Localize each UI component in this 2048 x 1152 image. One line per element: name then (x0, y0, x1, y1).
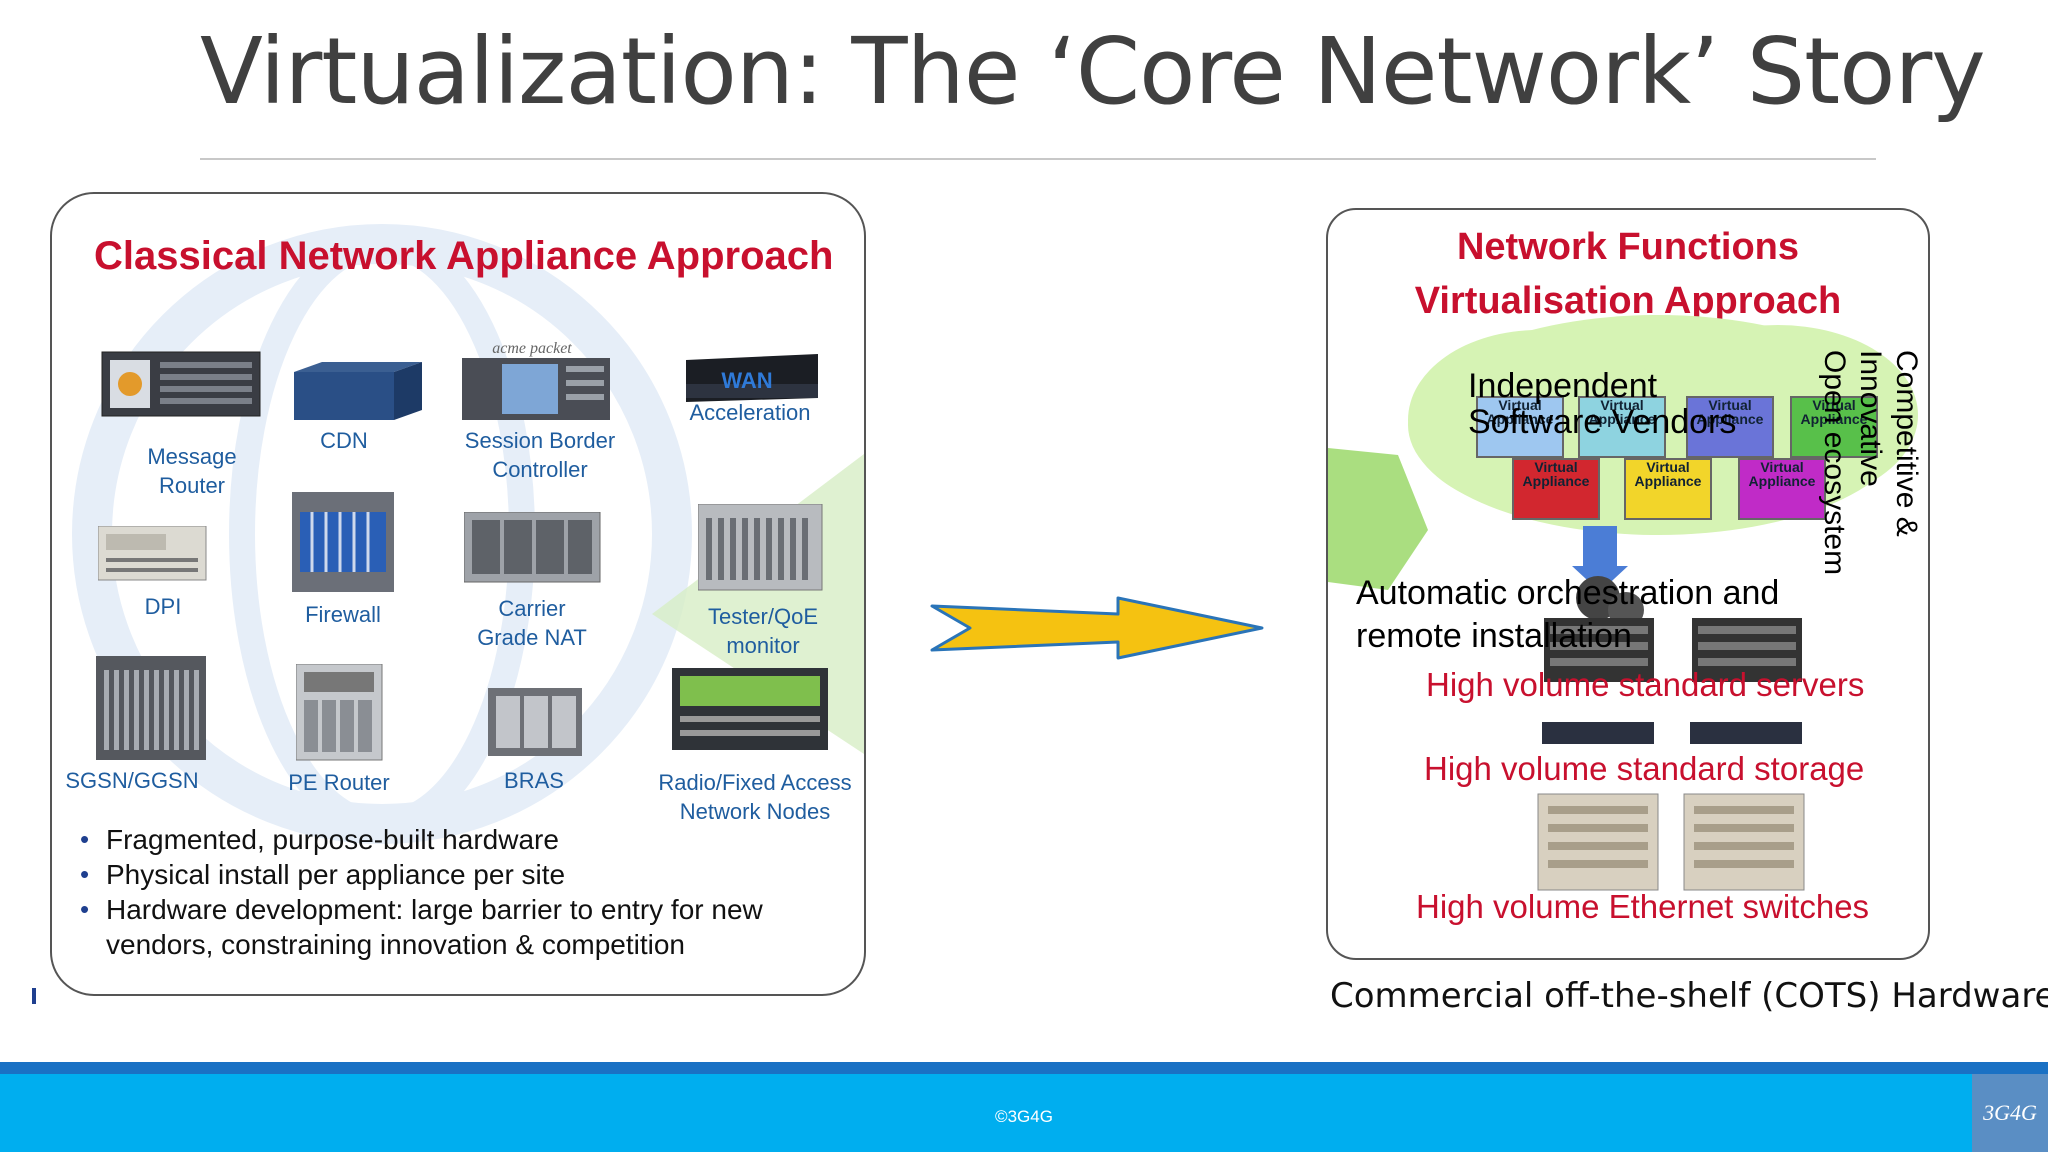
cdn-icon (294, 362, 422, 420)
bullet-item: Physical install per appliance per site (76, 857, 846, 892)
servers-label: High volume standard servers (1426, 666, 1865, 703)
device-label-sgsn-ggsn: SGSN/GGSN (65, 768, 199, 793)
device-label-carrier-grade-nat: Carrier Grade NAT (477, 596, 587, 650)
virtual-appliance-tile: Virtual Appliance (1512, 458, 1600, 520)
left-panel-heading: Classical Network Appliance Approach (94, 234, 834, 278)
device-label-radio-fixed-access: Radio/Fixed Access Network Nodes (658, 770, 852, 824)
virtual-appliance-tile: Virtual Appliance (1624, 458, 1712, 520)
message-router-icon (101, 351, 261, 417)
virtual-appliance-tile: Virtual Appliance (1686, 396, 1774, 458)
classical-bullet-list: Fragmented, purpose-built hardware Physi… (76, 822, 846, 962)
device-label-cdn: CDN (320, 428, 368, 453)
transition-arrow-icon (930, 596, 1264, 660)
device-label-tester-qoe-monitor: Tester/QoE monitor (707, 604, 819, 658)
orchestration-label: Automatic orchestration and remote insta… (1356, 574, 1780, 655)
slide-marker (32, 988, 36, 1004)
nfv-approach-panel: Network Functions Virtualisation Approac… (1326, 208, 1930, 960)
device-label-firewall: Firewall (305, 602, 381, 627)
device-label-bras: BRAS (504, 768, 564, 793)
virtual-appliance-tile: Virtual Appliance (1738, 458, 1826, 520)
competitive-ecosystem-label: Competitive & Innovative Open ecosystem (1818, 350, 1923, 576)
title-divider (200, 158, 1876, 160)
device-label-message-router: Message Router (147, 444, 237, 498)
footer-bar (0, 1074, 2048, 1152)
pe-router-icon (296, 664, 383, 761)
switches-label: High volume Ethernet switches (1416, 888, 1870, 925)
bras-icon (488, 688, 582, 756)
storage-label: High volume standard storage (1424, 750, 1865, 787)
bullet-item: Fragmented, purpose-built hardware (76, 822, 846, 857)
virtual-appliance-tile: Virtual Appliance (1578, 396, 1666, 458)
wan-badge: WAN (721, 368, 773, 393)
dpi-icon (98, 526, 207, 581)
device-label-session-border-controller: Session Border Controller (464, 428, 616, 482)
carrier-grade-nat-icon (464, 512, 601, 583)
tester-qoe-monitor-icon (698, 504, 823, 591)
device-label-pe-router: PE Router (288, 770, 390, 795)
firewall-icon (292, 492, 394, 592)
footer-copyright: ©3G4G (995, 1107, 1053, 1126)
cots-caption: Commercial off-the-shelf (COTS) Hardware (1330, 976, 2048, 1016)
brand-logo: 3G4G (1972, 1074, 2048, 1152)
acme-packet-logo: acme packet (492, 340, 572, 357)
session-border-controller-icon (462, 358, 610, 420)
right-heading-line1: Network Functions (1456, 226, 1800, 268)
independent-vendors-label: Independent Software Vendors (1468, 367, 1737, 441)
bullet-item: Hardware development: large barrier to e… (76, 892, 846, 962)
classical-approach-panel: Classical Network Appliance Approach Mes… (50, 192, 866, 996)
footer-divider (0, 1062, 2048, 1074)
right-panel-heading: Network Functions Virtualisation Approac… (1328, 220, 1928, 328)
wan-acceleration-icon (686, 354, 818, 402)
right-heading-line2: Virtualisation Approach (1414, 280, 1842, 322)
slide-title: Virtualization: The ‘Core Network’ Story (200, 18, 1986, 125)
device-label-acceleration: Acceleration (689, 400, 811, 425)
device-label-dpi: DPI (144, 594, 182, 619)
sgsn-ggsn-icon (96, 656, 206, 760)
virtual-appliance-tile: Virtual Appliance (1790, 396, 1878, 458)
radio-fixed-access-icon (672, 668, 828, 750)
virtual-appliance-tile: Virtual Appliance (1476, 396, 1564, 458)
